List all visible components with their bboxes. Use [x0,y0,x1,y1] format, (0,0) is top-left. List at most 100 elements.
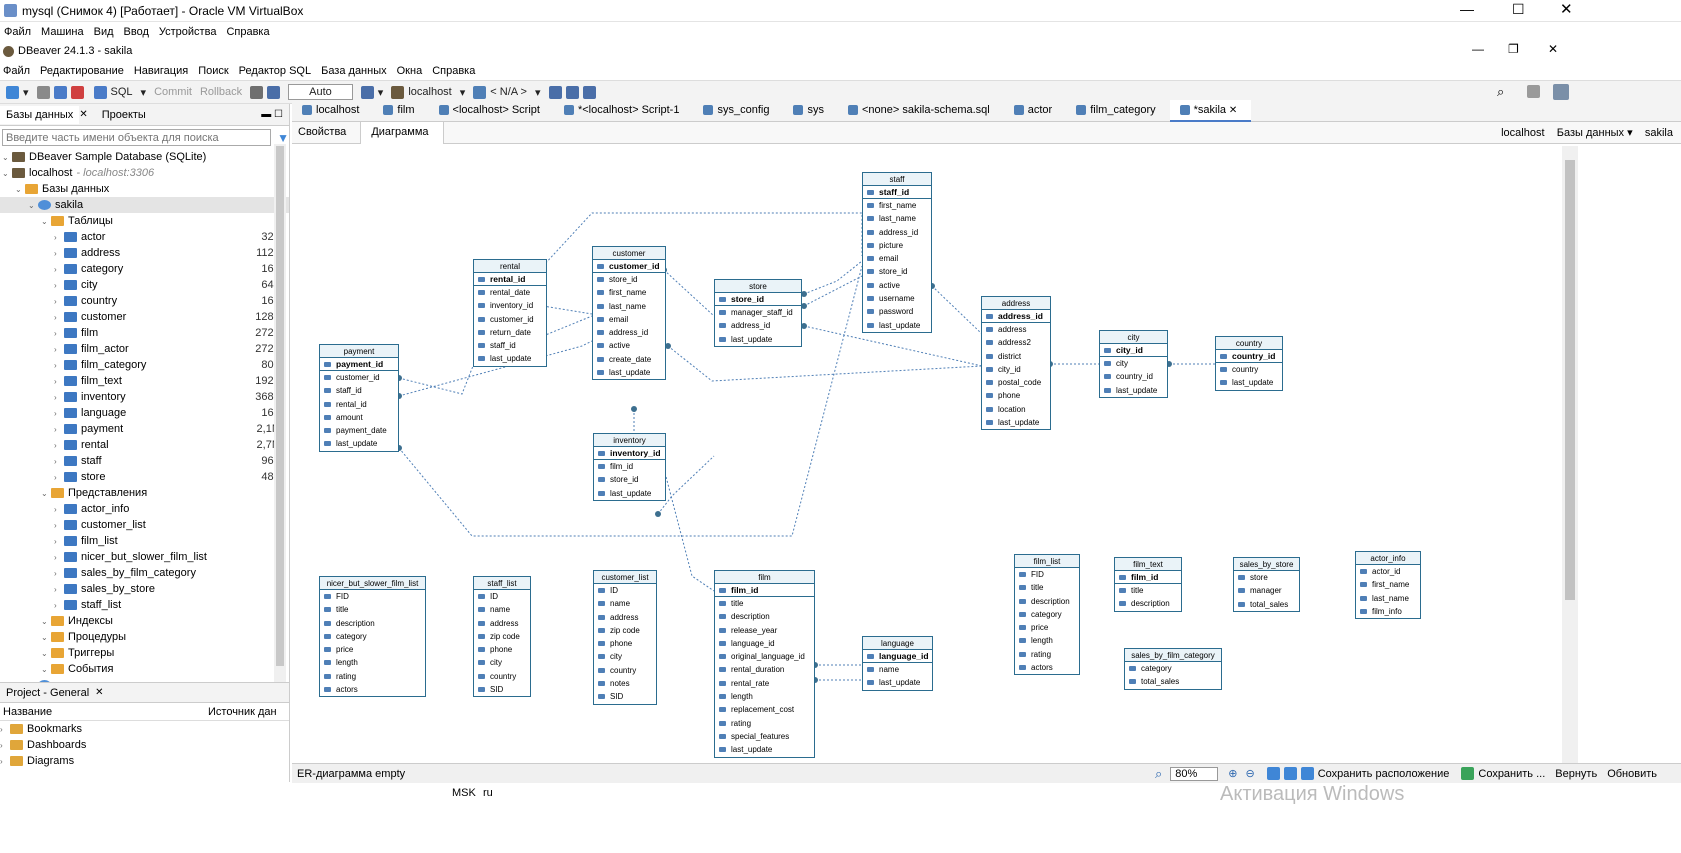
sql-dropdown-icon[interactable]: ▾ [140,86,147,99]
search-icon[interactable]: ⌕ [1497,84,1505,99]
close-icon[interactable]: ✕ [1560,1,1573,18]
editor-tab[interactable]: sys_config [693,100,783,122]
panel-min-icon[interactable]: ▬ ☐ [261,109,283,120]
tree-node[interactable]: ›actor_info [0,501,289,517]
expand-icon[interactable]: › [54,425,57,434]
zoom-icon[interactable]: ⌕ [1154,765,1163,781]
reconnect-icon[interactable] [53,85,67,99]
expand-icon[interactable]: ⌄ [41,617,48,626]
editor-tab[interactable]: *<localhost> Script-1 [554,100,694,122]
disconnect-icon[interactable] [70,85,84,99]
editor-tab[interactable]: <none> sakila-schema.sql [838,100,1004,122]
rollback-button[interactable]: Rollback [199,86,243,98]
project-item[interactable]: ›Diagrams [0,755,75,767]
breadcrumb-dbs[interactable]: Базы данных [1556,127,1625,139]
tree-node[interactable]: ›sales_by_film_category [0,565,289,581]
editor-tab[interactable]: film_category [1066,100,1169,122]
expand-icon[interactable]: ⌄ [28,201,35,210]
expand-icon[interactable]: › [54,377,57,386]
print-icon[interactable] [1283,767,1297,780]
editor-tab[interactable]: <localhost> Script [429,100,554,122]
zoom-out-icon[interactable]: ⊖ [1245,768,1255,780]
expand-icon[interactable]: › [54,441,57,450]
project-item[interactable]: ›Bookmarks [0,723,83,735]
refresh-button[interactable]: Обновить [1607,767,1657,780]
tree-node[interactable]: ›nicer_but_slower_film_list [0,549,289,565]
maximize-icon[interactable]: ☐ [1512,1,1525,17]
expand-icon[interactable]: › [54,297,57,306]
tree-node[interactable]: ⌄Базы данных [0,181,289,197]
expand-icon[interactable]: › [54,233,57,242]
expand-icon[interactable]: › [54,361,57,370]
diagram-scrollbar[interactable] [1562,146,1578,763]
perspective-icon[interactable] [1527,85,1540,98]
expand-icon[interactable]: ⌄ [41,649,48,658]
minimize-icon[interactable]: — [1460,1,1474,17]
commit-button[interactable]: Commit [154,86,192,98]
expand-icon[interactable]: › [54,313,57,322]
history-icon[interactable] [360,85,374,99]
tab-databases[interactable]: Базы данных [0,105,80,124]
connection-dropdown-icon[interactable]: ▾ [459,86,466,99]
new-connection-icon[interactable] [6,85,19,99]
new-connection-dropdown-icon[interactable]: ▾ [23,86,29,99]
close-project-tab-icon[interactable]: ✕ [95,687,104,698]
app-minimize-icon[interactable]: — [1472,42,1484,56]
tree-node[interactable]: ⌄Представления [0,485,289,501]
app-close-icon[interactable]: ✕ [1548,42,1559,56]
expand-icon[interactable]: › [54,249,57,258]
expand-icon[interactable]: › [54,457,57,466]
expand-icon[interactable]: › [54,537,57,546]
sql-editor-icon[interactable] [93,85,107,99]
project-item[interactable]: ›Dashboards [0,739,87,751]
revert-button[interactable]: Вернуть [1555,767,1598,780]
zoom-in-icon[interactable]: ⊕ [1228,768,1238,780]
object-filter-input[interactable] [2,129,272,146]
menu-database[interactable]: База данных [321,65,387,77]
expand-icon[interactable]: › [54,473,57,482]
tree-node[interactable]: ›staff_list [0,597,289,613]
expand-icon[interactable]: › [54,569,57,578]
expand-icon[interactable]: ⌄ [41,633,48,642]
expand-icon[interactable]: ⌄ [2,153,9,162]
save-icon[interactable] [1461,767,1475,780]
expand-icon[interactable]: › [54,585,57,594]
tab-properties[interactable]: Свойства [298,125,347,138]
save-layout-button[interactable]: Сохранить расположение [1317,767,1450,780]
menu-file[interactable]: Файл [3,65,31,77]
vbox-menu-file[interactable]: Файл [4,26,32,38]
tree-node[interactable]: ›sales_by_store [0,581,289,597]
app-restore-icon[interactable]: ❐ [1508,42,1519,56]
breadcrumb-schema[interactable]: sakila [1644,127,1673,139]
tree-node[interactable]: ›customer_list [0,517,289,533]
editor-tab[interactable]: film [373,100,428,122]
tree-node[interactable]: ⌄Таблицы [0,213,289,229]
tab-diagram[interactable]: Диаграмма [360,121,444,144]
vbox-menu-devices[interactable]: Устройства [158,26,217,38]
active-schema[interactable]: < N/A > [490,86,527,98]
tree-scrollbar[interactable] [274,144,286,684]
filter-icon[interactable]: ▼ [277,130,289,145]
tree-node[interactable]: ⌄Процедуры [0,629,289,645]
history-dropdown-icon[interactable]: ▾ [377,86,384,99]
close-tab-icon[interactable]: ✕ [79,109,88,120]
vbox-menu-view[interactable]: Вид [93,26,114,38]
